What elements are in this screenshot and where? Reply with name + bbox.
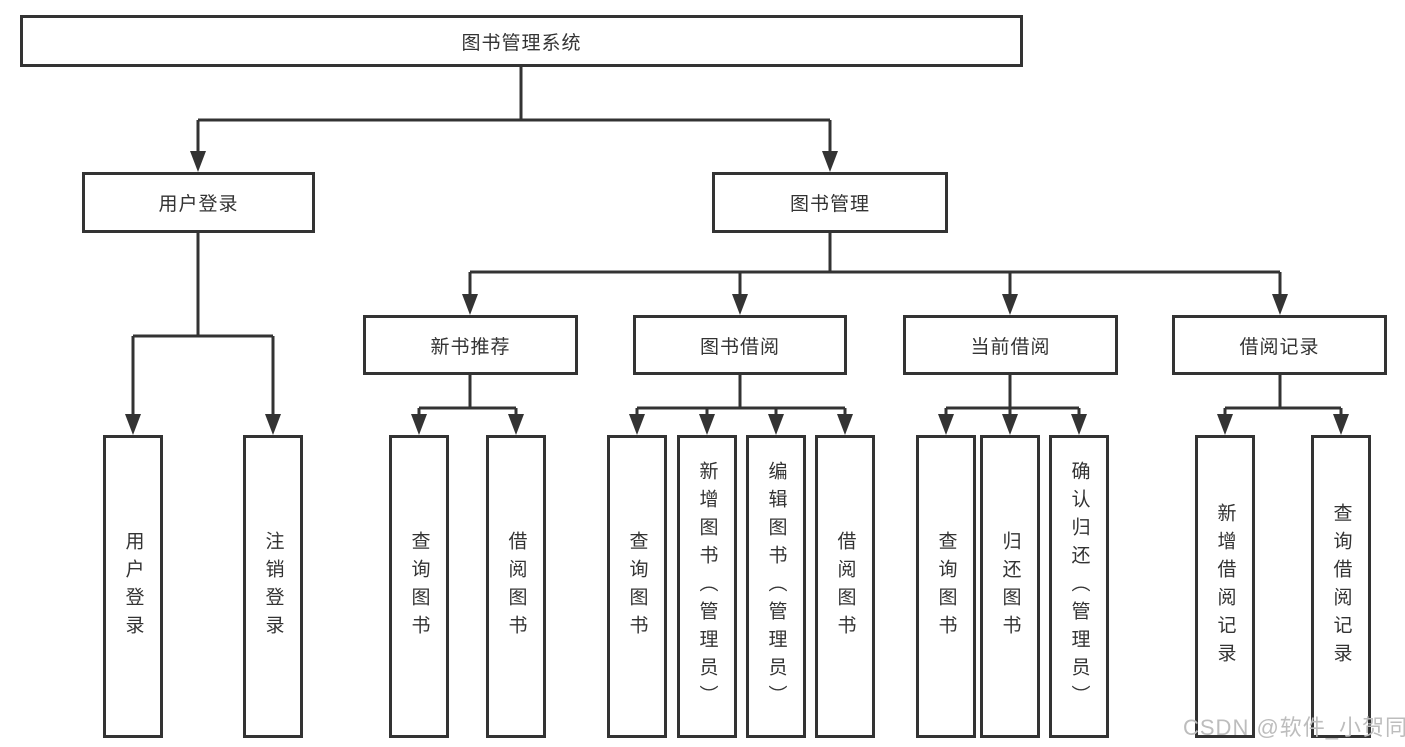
leaf-rec-query-books: 查询图书 bbox=[389, 435, 449, 738]
node-new-book-rec-label: 新书推荐 bbox=[430, 336, 511, 358]
leaf-br-query-record-label: 查询借阅记录 bbox=[1330, 502, 1352, 671]
leaf-bb-edit-books-admin-label: 编辑图书（管理员） bbox=[765, 460, 787, 713]
node-book-mgmt-label: 图书管理 bbox=[789, 194, 870, 215]
node-user-login-label: 用户登录 bbox=[158, 194, 239, 215]
leaf-cb-confirm-return-admin-label: 确认归还（管理员） bbox=[1068, 460, 1090, 713]
leaf-logout-label: 注销登录 bbox=[262, 530, 284, 643]
leaf-bb-add-books-admin-label: 新增图书（管理员） bbox=[696, 460, 718, 713]
node-current-borrowing-label: 当前借阅 bbox=[970, 336, 1051, 358]
node-borrowing-records-label: 借阅记录 bbox=[1239, 336, 1320, 358]
leaf-user-login: 用户登录 bbox=[103, 435, 163, 738]
leaf-bb-query-books-label: 查询图书 bbox=[626, 530, 648, 643]
node-borrowing-records: 借阅记录 bbox=[1172, 315, 1387, 375]
leaf-user-login-label: 用户登录 bbox=[122, 530, 144, 643]
leaf-bb-borrow-books: 借阅图书 bbox=[815, 435, 875, 738]
node-book-borrowing-label: 图书借阅 bbox=[699, 336, 780, 358]
leaf-br-add-record-label: 新增借阅记录 bbox=[1214, 502, 1236, 671]
node-current-borrowing: 当前借阅 bbox=[903, 315, 1118, 375]
node-book-mgmt: 图书管理 bbox=[712, 172, 948, 233]
leaf-logout: 注销登录 bbox=[243, 435, 303, 738]
leaf-bb-add-books-admin: 新增图书（管理员） bbox=[677, 435, 737, 738]
leaf-br-add-record: 新增借阅记录 bbox=[1195, 435, 1255, 738]
node-new-book-rec: 新书推荐 bbox=[363, 315, 578, 375]
leaf-rec-query-books-label: 查询图书 bbox=[408, 530, 430, 643]
leaf-cb-return-books: 归还图书 bbox=[980, 435, 1040, 738]
leaf-bb-query-books: 查询图书 bbox=[607, 435, 667, 738]
leaf-rec-borrow-books: 借阅图书 bbox=[486, 435, 546, 738]
leaf-rec-borrow-books-label: 借阅图书 bbox=[505, 530, 527, 643]
leaf-cb-confirm-return-admin: 确认归还（管理员） bbox=[1049, 435, 1109, 738]
leaf-cb-return-books-label: 归还图书 bbox=[999, 530, 1021, 643]
leaf-br-query-record: 查询借阅记录 bbox=[1311, 435, 1371, 738]
node-user-login: 用户登录 bbox=[82, 172, 315, 233]
leaf-cb-query-books: 查询图书 bbox=[916, 435, 976, 738]
leaf-bb-edit-books-admin: 编辑图书（管理员） bbox=[746, 435, 806, 738]
node-root-label: 图书管理系统 bbox=[461, 32, 582, 54]
node-root: 图书管理系统 bbox=[20, 15, 1023, 67]
leaf-bb-borrow-books-label: 借阅图书 bbox=[834, 530, 856, 643]
leaf-cb-query-books-label: 查询图书 bbox=[935, 530, 957, 643]
csdn-watermark: CSDN @软件_小贺同学 bbox=[1183, 715, 1405, 740]
node-book-borrowing: 图书借阅 bbox=[633, 315, 847, 375]
